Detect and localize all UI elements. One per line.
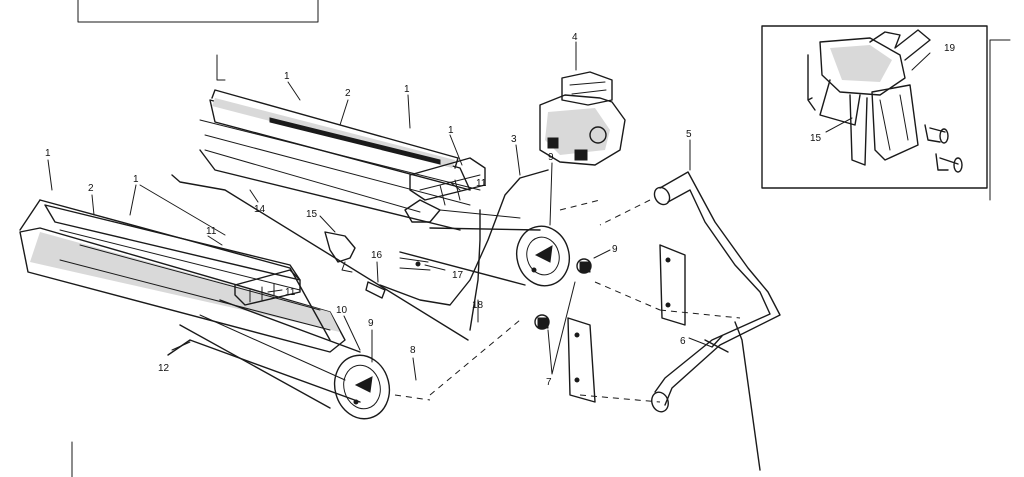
callout-9: 9	[368, 318, 374, 329]
burner-tube-upper	[399, 225, 570, 287]
mounting-bracket-upper	[659, 244, 686, 326]
callout-labels: 1 1 1 1 1 2 2 3 4 5 6 7 8 9 9 9 10 11 11…	[45, 32, 956, 388]
callout-2: 2	[345, 88, 351, 99]
callout-1: 1	[404, 84, 410, 95]
callout-11: 11	[285, 287, 296, 298]
callout-14: 14	[254, 204, 266, 215]
supply-tube-18	[469, 209, 481, 331]
callout-19: 19	[944, 43, 956, 54]
fitting-17	[399, 257, 431, 271]
rail-14	[171, 174, 469, 341]
inset-valve-detail	[761, 25, 988, 189]
callout-12: 12	[158, 363, 170, 374]
mounting-bracket-lower	[567, 317, 596, 403]
callout-17: 17	[452, 270, 464, 281]
callout-5: 5	[686, 129, 692, 140]
fitting-16	[365, 281, 386, 299]
rail-12	[167, 339, 361, 403]
callout-1: 1	[284, 71, 290, 82]
callout-15: 15	[810, 133, 822, 144]
callout-11: 11	[476, 178, 487, 189]
lower-burner-assembly	[19, 199, 346, 353]
callout-15: 15	[306, 209, 318, 220]
alignment-lines	[394, 199, 741, 403]
callout-11: 11	[206, 226, 217, 237]
callout-leaders	[47, 41, 931, 381]
callout-7: 7	[546, 377, 552, 388]
fitting-15	[324, 231, 356, 273]
callout-1: 1	[133, 174, 139, 185]
support-frame-5	[651, 171, 781, 471]
upper-burner-assembly	[199, 89, 486, 231]
corner-mark-top-left	[77, 0, 319, 23]
callout-16: 16	[371, 250, 383, 261]
callout-18: 18	[472, 300, 484, 311]
callout-9: 9	[612, 244, 618, 255]
burner-tube-10	[179, 299, 391, 420]
gas-control-valve	[539, 71, 626, 166]
callout-8: 8	[410, 345, 416, 356]
callout-4: 4	[572, 32, 578, 43]
callout-10: 10	[336, 305, 348, 316]
orifice-fitting-7	[534, 314, 550, 330]
callout-6: 6	[680, 336, 686, 347]
callout-1: 1	[448, 125, 454, 136]
orifice-fitting-9	[576, 258, 592, 274]
callout-3: 3	[511, 134, 517, 145]
corner-mark-top-right	[989, 39, 1011, 201]
callout-2: 2	[88, 183, 94, 194]
callout-1: 1	[45, 148, 51, 159]
tube-segment	[439, 209, 521, 219]
callout-9: 9	[548, 152, 554, 163]
